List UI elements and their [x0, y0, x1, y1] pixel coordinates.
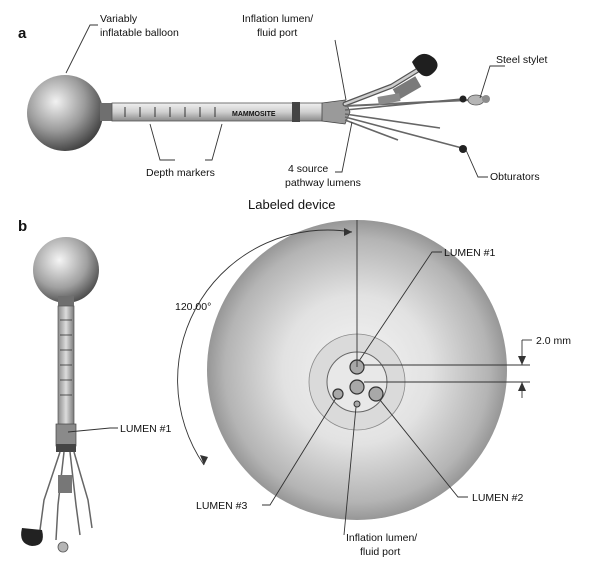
- side-depth-markers: [60, 319, 72, 396]
- leader-depth: [149, 123, 223, 161]
- center-lumen-hole: [349, 379, 365, 395]
- leader-lumen3: [262, 397, 337, 506]
- side-shaft: [57, 305, 75, 427]
- angle-arc: [177, 229, 353, 466]
- leader-balloon: [65, 24, 98, 74]
- label-steel-stylet: Steel stylet: [496, 54, 547, 66]
- angle-arrow-bottom: [200, 455, 208, 465]
- label-lumen2: LUMEN #2: [472, 492, 524, 504]
- leader-inflation: [334, 39, 347, 101]
- leader-lumen2: [379, 399, 468, 498]
- depth-markers: [124, 107, 216, 117]
- leader-pathways: [335, 121, 353, 173]
- pathway-lumens: [344, 98, 463, 149]
- label-obturators: Obturators: [490, 171, 540, 183]
- leader-obturators: [465, 149, 488, 178]
- label-angle: 120.00°: [175, 301, 211, 313]
- label-lumen1: LUMEN #1: [444, 247, 496, 259]
- balloon: [27, 75, 103, 151]
- panel-a-letter: a: [18, 25, 27, 42]
- fluid-port-cap: [412, 53, 438, 77]
- lumen-connector: [377, 93, 401, 105]
- label-inflation-port: Inflation lumen/ fluid port: [346, 532, 420, 558]
- side-collar: [55, 423, 77, 447]
- steel-stylet: [344, 99, 471, 107]
- shaft-collar: [292, 102, 300, 122]
- leader-stylet: [479, 65, 505, 99]
- stylet-knob: [467, 94, 485, 106]
- leader-inflation-port: [343, 406, 357, 536]
- obturator-cap: [459, 95, 467, 103]
- label-inflation-lumen: Inflation lumen/ fluid port: [242, 13, 316, 39]
- side-neck: [58, 296, 74, 308]
- lumen-3-hole: [332, 388, 344, 400]
- side-manifold: [58, 475, 72, 493]
- panel-b-letter: b: [18, 218, 27, 235]
- label-lumen3: LUMEN #3: [196, 500, 248, 512]
- label-pathway-lumens: 4 source pathway lumens: [285, 163, 361, 189]
- label-balloon: Variably inflatable balloon: [100, 13, 179, 39]
- angle-arrow-top: [344, 228, 352, 236]
- lumen-2-hole: [368, 386, 384, 402]
- side-stylet-knob: [57, 541, 69, 553]
- label-depth-markers: Depth markers: [146, 167, 215, 179]
- balloon-neck: [100, 103, 114, 121]
- shaft-brand: MAMMOSITE: [232, 111, 276, 118]
- side-balloon: [33, 237, 99, 303]
- leader-lumen1: [358, 251, 442, 362]
- label-lumen1-side: LUMEN #1: [120, 423, 172, 435]
- caption-labeled-device: Labeled device: [248, 197, 335, 212]
- side-fluid-cap: [21, 528, 43, 546]
- port-connector: [392, 76, 422, 100]
- side-lumen-tubes: [39, 451, 93, 541]
- leader-lumen1-side: [67, 427, 118, 433]
- obturator-cap: [459, 145, 467, 153]
- inflation-port-hole: [353, 400, 361, 408]
- label-dimension: 2.0 mm: [536, 335, 571, 347]
